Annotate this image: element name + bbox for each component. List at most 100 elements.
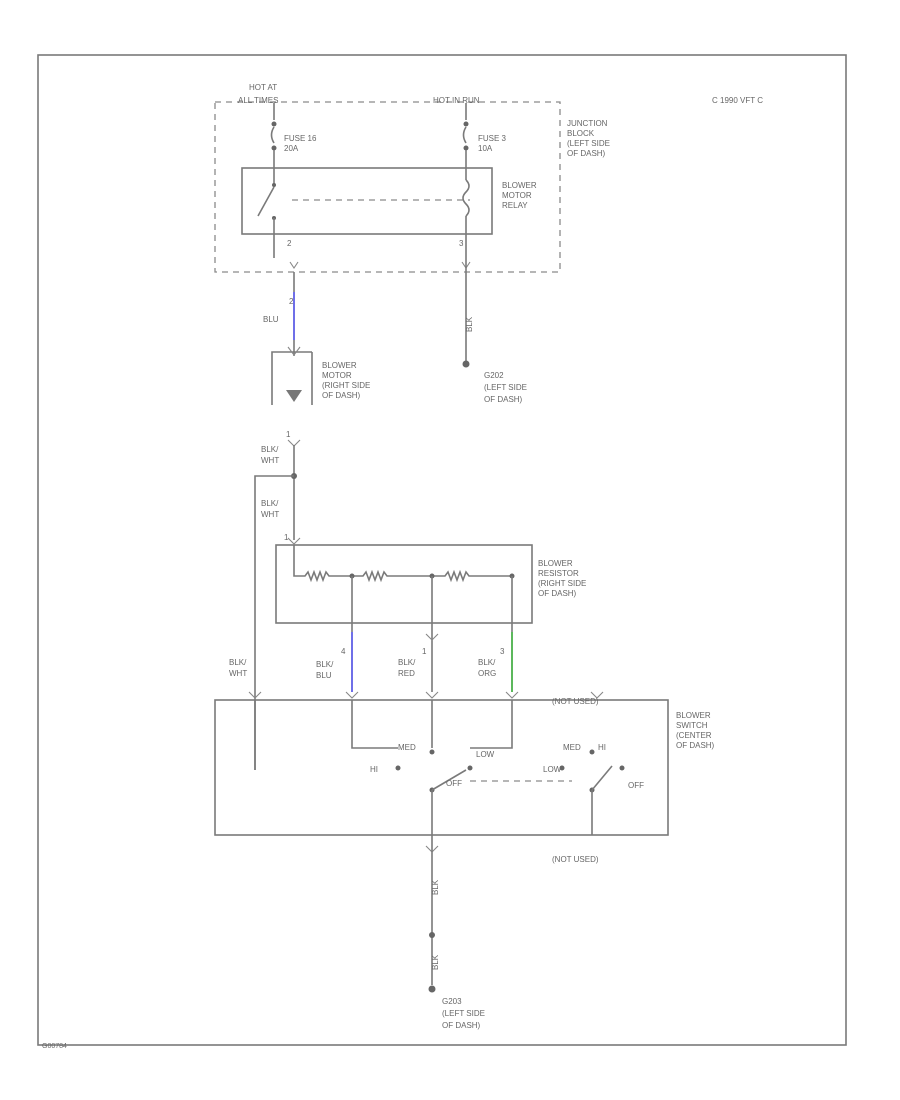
svg-text:G203: G203 bbox=[442, 997, 462, 1006]
ground-g202-icon bbox=[462, 360, 470, 368]
relay-contact-top bbox=[272, 183, 276, 187]
svg-text:OF DASH): OF DASH) bbox=[676, 741, 715, 750]
svg-text:(LEFT SIDE: (LEFT SIDE bbox=[567, 139, 610, 148]
junction-block-label: JUNCTION BLOCK (LEFT SIDE OF DASH) bbox=[567, 119, 610, 158]
hot-at-all-times-label: HOT AT ALL TIMES bbox=[238, 83, 278, 105]
wire-splice-to-switch bbox=[254, 475, 294, 770]
not-used-top-label: (NOT USED) bbox=[552, 697, 599, 706]
switch-contact-low bbox=[467, 765, 473, 771]
switch-contact-hi bbox=[395, 765, 401, 771]
switch-pos-hi: HI bbox=[370, 765, 378, 774]
svg-text:BLK/: BLK/ bbox=[398, 658, 416, 667]
diagram-border bbox=[37, 54, 847, 1046]
motor-pin-bottom: 1 bbox=[286, 430, 291, 439]
switch2-pos-med: MED bbox=[563, 743, 581, 752]
svg-text:RED: RED bbox=[398, 669, 415, 678]
svg-text:OF DASH): OF DASH) bbox=[442, 1021, 481, 1030]
switch-contact-med bbox=[429, 749, 435, 755]
switch2-pos-off: OFF bbox=[628, 781, 644, 790]
ground-g202-label: G202 (LEFT SIDE OF DASH) bbox=[484, 371, 527, 404]
switch2-pos-low: LOW bbox=[543, 765, 562, 774]
svg-text:BLK/: BLK/ bbox=[261, 499, 279, 508]
svg-text:OF DASH): OF DASH) bbox=[484, 395, 523, 404]
connector-chevron-switch-2 bbox=[345, 691, 359, 699]
svg-text:ORG: ORG bbox=[478, 669, 496, 678]
svg-text:OF DASH): OF DASH) bbox=[538, 589, 577, 598]
switch-hi-lead bbox=[351, 700, 398, 749]
svg-text:(RIGHT SIDE: (RIGHT SIDE bbox=[538, 579, 586, 588]
svg-text:BLK/: BLK/ bbox=[478, 658, 496, 667]
switch2-contact-off bbox=[619, 765, 625, 771]
switch2-contact-med bbox=[589, 749, 595, 755]
blower-motor-icon bbox=[286, 390, 302, 402]
svg-text:MOTOR: MOTOR bbox=[502, 191, 532, 200]
svg-text:RESISTOR: RESISTOR bbox=[538, 569, 579, 578]
switch-wire-1-label: 1 BLK/ RED bbox=[398, 647, 427, 678]
footer-code: G00784 bbox=[42, 1043, 67, 1050]
relay-pin-left: 2 bbox=[287, 239, 292, 248]
connector-chevron-relay-left bbox=[289, 261, 299, 269]
fuse-right-terminal-bottom bbox=[463, 145, 469, 151]
svg-text:(LEFT SIDE: (LEFT SIDE bbox=[484, 383, 527, 392]
ground-g203-label: G203 (LEFT SIDE OF DASH) bbox=[442, 997, 485, 1030]
svg-text:(CENTER: (CENTER bbox=[676, 731, 712, 740]
svg-text:RELAY: RELAY bbox=[502, 201, 528, 210]
blk-wht-label-1: BLK/ WHT bbox=[261, 445, 279, 465]
svg-text:1: 1 bbox=[422, 647, 427, 656]
fuse-left-terminal-top bbox=[271, 121, 277, 127]
switch2-pos-hi: HI bbox=[598, 743, 606, 752]
switch-low-lead bbox=[470, 700, 513, 749]
svg-text:10A: 10A bbox=[478, 144, 493, 153]
relay-switch-blade bbox=[257, 186, 275, 217]
junction-block-outline bbox=[214, 101, 561, 273]
connector-chevron-switch-3 bbox=[425, 691, 439, 699]
svg-text:WHT: WHT bbox=[229, 669, 247, 678]
svg-text:ALL TIMES: ALL TIMES bbox=[238, 96, 278, 105]
ground-splice bbox=[429, 932, 435, 938]
svg-text:OF DASH): OF DASH) bbox=[567, 149, 606, 158]
switch-pos-low: LOW bbox=[476, 750, 495, 759]
svg-text:OF DASH): OF DASH) bbox=[322, 391, 361, 400]
connector-chevron-motor bbox=[287, 346, 301, 356]
svg-text:3: 3 bbox=[500, 647, 505, 656]
svg-text:BLU: BLU bbox=[316, 671, 332, 680]
svg-text:G202: G202 bbox=[484, 371, 504, 380]
blower-motor-bracket-left bbox=[271, 351, 312, 405]
svg-text:BLK/: BLK/ bbox=[261, 445, 279, 454]
svg-text:BLOWER: BLOWER bbox=[676, 711, 711, 720]
svg-text:4: 4 bbox=[341, 647, 346, 656]
motor-pin-top: 2 bbox=[289, 297, 294, 306]
blower-switch-label: BLOWER SWITCH (CENTER OF DASH) bbox=[676, 711, 715, 750]
svg-text:WHT: WHT bbox=[261, 456, 279, 465]
ground-bottom-wire-bottom-label: BLK bbox=[431, 954, 440, 970]
resistor-pin: 1 bbox=[284, 533, 289, 542]
svg-text:FUSE 16: FUSE 16 bbox=[284, 134, 317, 143]
fuse-left-label: FUSE 16 20A bbox=[284, 134, 317, 153]
ground-bottom-wire-top-label: BLK bbox=[431, 879, 440, 895]
blower-resistor-box bbox=[275, 544, 533, 624]
svg-text:SWITCH: SWITCH bbox=[676, 721, 708, 730]
relay-coil-symbol bbox=[462, 179, 470, 217]
switch-pos-med: MED bbox=[398, 743, 416, 752]
switch-blade bbox=[431, 769, 467, 791]
connector-chevron-switch-5 bbox=[590, 691, 604, 699]
svg-text:JUNCTION: JUNCTION bbox=[567, 119, 608, 128]
svg-text:BLK/: BLK/ bbox=[229, 658, 247, 667]
resistor-chain bbox=[293, 545, 512, 583]
blower-switch-box bbox=[214, 699, 669, 836]
switch-wire-3-label: 3 BLK/ ORG bbox=[478, 647, 505, 678]
hot-in-run-label: HOT IN RUN bbox=[433, 96, 480, 105]
switch2-contact-low bbox=[559, 765, 565, 771]
svg-text:BLK/: BLK/ bbox=[316, 660, 334, 669]
fuse-right-label: FUSE 3 10A bbox=[478, 134, 507, 153]
switch2-blade bbox=[591, 765, 613, 791]
relay-label: BLOWER MOTOR RELAY bbox=[502, 181, 537, 210]
not-used-bottom-label: (NOT USED) bbox=[552, 855, 599, 864]
ground-g203-icon bbox=[428, 985, 436, 993]
svg-text:WHT: WHT bbox=[261, 510, 279, 519]
switch-wire-4-label: 4 BLK/ BLU bbox=[316, 647, 346, 680]
fuse-left-terminal-bottom bbox=[271, 145, 277, 151]
fuse-right-symbol bbox=[462, 126, 467, 144]
blower-resistor-label: BLOWER RESISTOR (RIGHT SIDE OF DASH) bbox=[538, 559, 586, 598]
